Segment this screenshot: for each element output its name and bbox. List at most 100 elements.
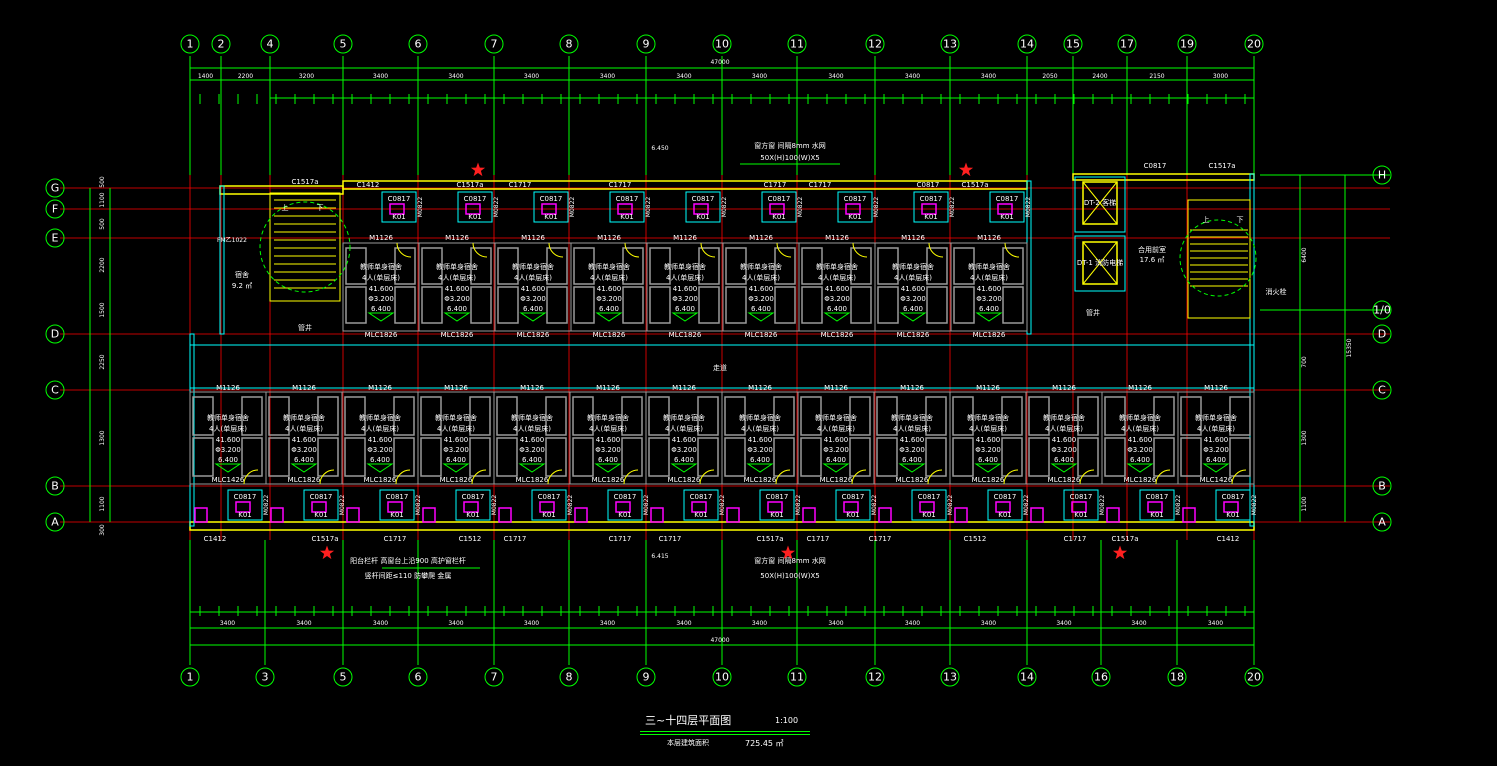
window-label-south: C1517a [757,535,784,543]
toilet-icon [311,501,327,513]
axis-bubble-top-circle [484,34,504,54]
window-label: MLC1826 [1048,476,1081,484]
axis-bubble-left-circle [45,380,65,400]
window-label: MLC1826 [288,476,321,484]
room-occupancy: 4人(单层床) [969,424,1007,433]
door-label: M1126 [900,384,924,392]
door-label: M1126 [292,384,316,392]
door-label: M1126 [521,234,545,242]
bathroom-outline [379,489,415,521]
room-occupancy: 4人(单层床) [665,424,703,433]
bed-icon [697,437,719,477]
axis-bubble-top: 5 [340,38,347,51]
bathroom-outline [1139,489,1175,521]
room-name: 教师单身宿舍 [360,262,402,271]
bed-icon [1001,396,1023,436]
door-label: M1126 [520,384,544,392]
window-label-south: C1512 [459,535,482,543]
sink-icon [650,507,664,523]
bed-icon [1077,396,1099,436]
elevator-dt1 [1074,235,1126,292]
bed-icon [497,286,519,324]
axis-bubble-top-circle [940,34,960,54]
bed-icon [774,286,796,324]
bath-window-label: C0817 [768,195,791,203]
axis-bubble-bottom-circle [1167,667,1187,687]
axis-bubble-top-circle [712,34,732,54]
window-label-south: C1717 [659,535,682,543]
dorm-room: 教师单身宿舍4人(单层床)41.600Φ3.2006.400MLC1826M11… [570,234,648,339]
bath-window-label: C0817 [616,195,639,203]
axis-bubble-left: A [51,516,59,529]
dim-bottom-axis: 3400 [1208,620,1223,627]
toilet-icon [921,203,937,215]
bath-window-label: C0817 [996,195,1019,203]
bath-window-label: C0817 [920,195,943,203]
dim-left: 300 [99,524,106,536]
bed-icon [192,396,214,436]
dorm-room: 教师单身宿舍4人(单层床)41.600Φ3.2006.400MLC1826M11… [874,234,952,339]
door-swing-icon [624,242,640,258]
bed-icon [926,286,948,324]
ac-label: K01 [770,511,784,519]
bath-door-label: M0822 [1251,495,1258,516]
bed-icon [724,437,746,477]
axis-bubble-bottom: 3 [262,671,269,684]
level-marker-icon [595,312,623,322]
elevator-x [1082,181,1118,225]
axis-bubble-bottom: 16 [1094,671,1108,684]
bath-window-label: C0817 [540,195,563,203]
dim-right: 6400 [1301,247,1308,262]
room-height: Φ3.200 [823,446,849,454]
axis-bubble-bottom-circle [940,667,960,687]
dim-left: 500 [99,218,106,230]
room-occupancy: 4人(单层床) [209,424,247,433]
room-area: 41.600 [520,436,545,444]
room-height: Φ3.200 [976,295,1002,303]
room-occupancy: 4人(单层床) [514,273,552,282]
room-name: 教师单身宿舍 [739,413,781,422]
ac-label: K01 [468,213,482,221]
room-height: Φ3.200 [595,446,621,454]
bath-door-label: M0822 [569,197,576,218]
room-outline [950,242,1028,332]
dorm-room: 教师单身宿舍4人(单层床)41.600Φ3.2006.400MLC1826M11… [646,234,724,339]
bathroom-outline [303,489,339,521]
toilet-icon [1147,501,1163,513]
bath-window-label: C0817 [918,493,941,501]
bath-window-label: C0817 [994,493,1017,501]
dim-top-axis: 3400 [752,73,767,80]
room-occupancy: 4人(单层床) [818,273,856,282]
bathroom-outline [533,191,569,223]
axis-bubble-bottom: 9 [643,671,650,684]
bed-icon [420,396,442,436]
sink-icon [422,507,436,523]
ac-label: K01 [466,511,480,519]
bed-icon [496,396,518,436]
bath-door-label: M0822 [949,197,956,218]
axis-bubble-top: 2 [218,38,225,51]
dim-bottom-axis: 3400 [373,620,388,627]
bed-icon [697,396,719,436]
sink-icon [1182,507,1196,523]
bathroom-outline [227,489,263,521]
bed-icon [801,247,823,285]
bath-door-label: M0822 [873,197,880,218]
axis-bubble-bottom: 20 [1247,671,1261,684]
sink-icon [802,507,816,523]
area-label: 本层建筑面积 [667,739,709,747]
bath-window-label: C0817 [1222,493,1245,501]
room-height: Φ3.200 [520,295,546,303]
dim-right-total: 15350 [1346,338,1353,357]
door-swing-icon [396,242,412,258]
bed-icon [876,437,898,477]
room-height: Φ3.200 [1203,446,1229,454]
door-label: M1126 [1052,384,1076,392]
bed-icon [800,437,822,477]
axis-bubble-left: G [51,182,60,195]
bed-icon [648,396,670,436]
bathroom-outline [457,191,493,223]
